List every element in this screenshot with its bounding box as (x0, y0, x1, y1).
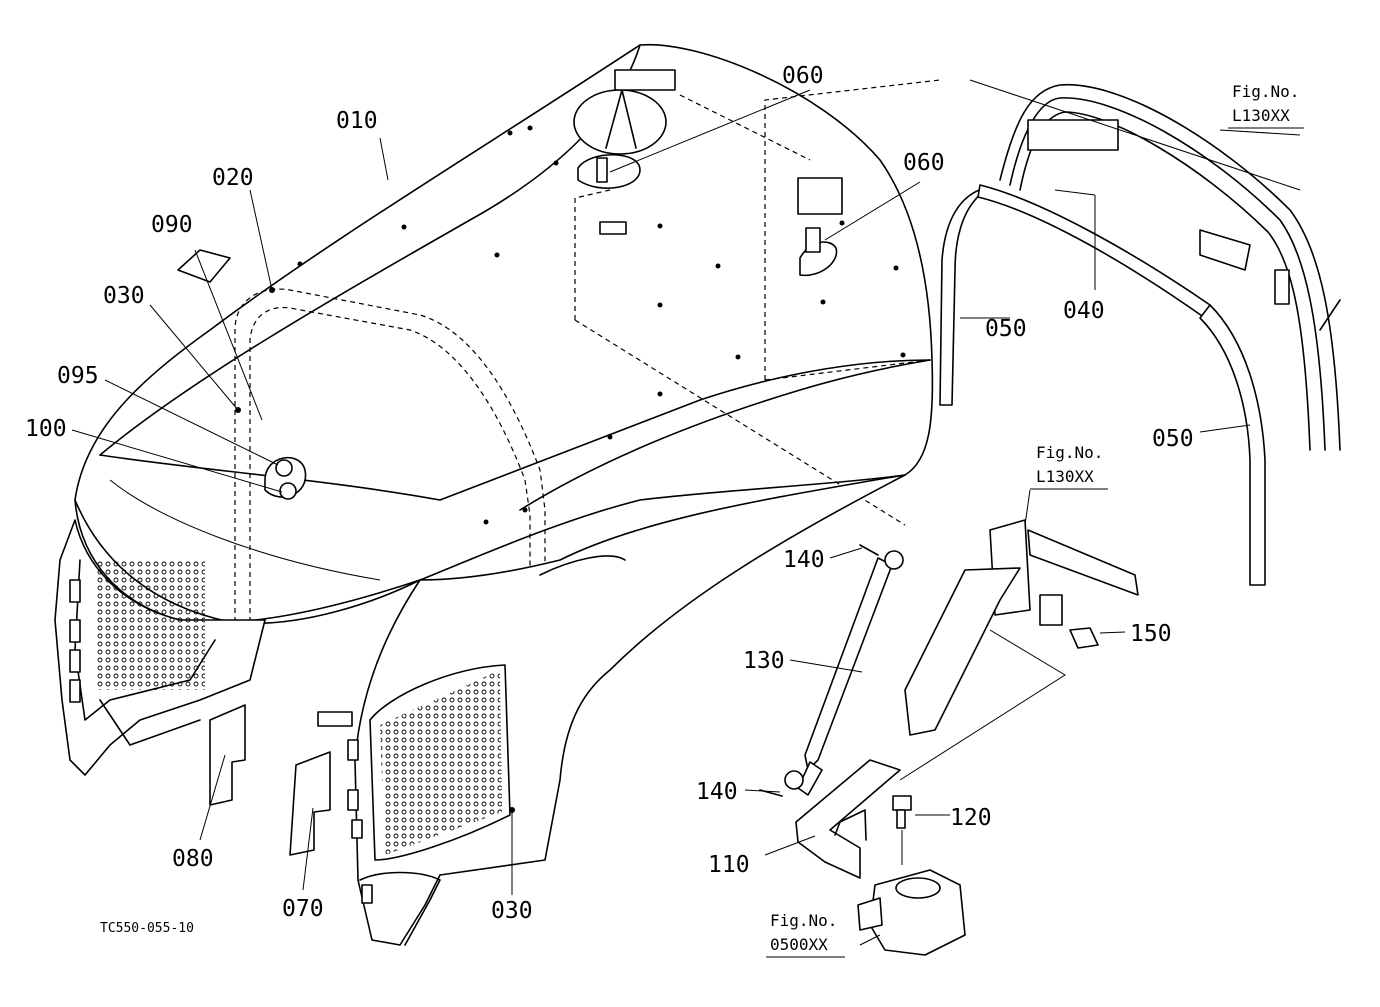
label-060-b: 060 (903, 150, 945, 176)
part-labels: 010 020 030 030 040 050 050 060 060 070 … (25, 63, 1194, 924)
drawing-code: TC550-055-10 (100, 921, 194, 936)
rear-cab-frame (999, 83, 1341, 451)
small-parts-left (177, 249, 307, 500)
svg-text:L130XX: L130XX (1232, 106, 1290, 125)
seal-050-left (939, 187, 986, 406)
hood-assembly (74, 43, 934, 625)
label-120: 120 (950, 805, 992, 831)
hood-shell (74, 43, 934, 624)
side-support-bracket (899, 519, 1139, 781)
label-010: 010 (336, 108, 378, 134)
left-grille (95, 560, 205, 690)
label-150: 150 (1130, 621, 1172, 647)
label-100: 100 (25, 416, 67, 442)
pad-090 (177, 249, 231, 283)
label-095: 095 (57, 363, 99, 389)
label-030: 030 (103, 283, 145, 309)
bracket-assembly (795, 759, 912, 879)
label-110: 110 (708, 852, 750, 878)
label-030-b: 030 (491, 898, 533, 924)
svg-text:L130XX: L130XX (1036, 467, 1094, 486)
label-070: 070 (282, 896, 324, 922)
svg-text:0500XX: 0500XX (770, 935, 828, 954)
leader-lines (71, 79, 1301, 946)
label-040: 040 (1063, 298, 1105, 324)
svg-text:Fig.No.: Fig.No. (1232, 82, 1299, 101)
support-casting (857, 869, 966, 956)
label-140-b: 140 (696, 779, 738, 805)
pad-070 (289, 751, 331, 856)
gas-strut-assembly (759, 544, 904, 797)
seal-050-right (1199, 304, 1266, 586)
seal-020-outline (234, 79, 941, 820)
left-side-panel (54, 519, 266, 776)
svg-text:Fig.No.: Fig.No. (770, 911, 837, 930)
label-050: 050 (985, 316, 1027, 342)
label-050-b: 050 (1152, 426, 1194, 452)
label-130: 130 (743, 648, 785, 674)
bracket-110 (795, 759, 901, 879)
figure-ref-cabin-top: Fig.No. L130XX (1228, 82, 1304, 129)
label-080: 080 (172, 846, 214, 872)
latch-assembly (573, 69, 843, 277)
right-side-panel (317, 474, 906, 946)
pad-080 (209, 704, 246, 806)
right-grille (380, 670, 502, 855)
label-020: 020 (212, 165, 254, 191)
svg-text:Fig.No.: Fig.No. (1036, 443, 1103, 462)
figure-ref-support: Fig.No. 0500XX (766, 911, 845, 958)
label-140: 140 (783, 547, 825, 573)
label-060: 060 (782, 63, 824, 89)
seal-040-050 (939, 184, 1266, 586)
strut-130 (804, 557, 893, 771)
bolt-120-head (892, 795, 912, 811)
figure-ref-cabin-mid: Fig.No. L130XX (1030, 443, 1108, 490)
bolt-150 (1069, 627, 1099, 649)
rubber-pads (209, 704, 331, 856)
label-090: 090 (151, 212, 193, 238)
